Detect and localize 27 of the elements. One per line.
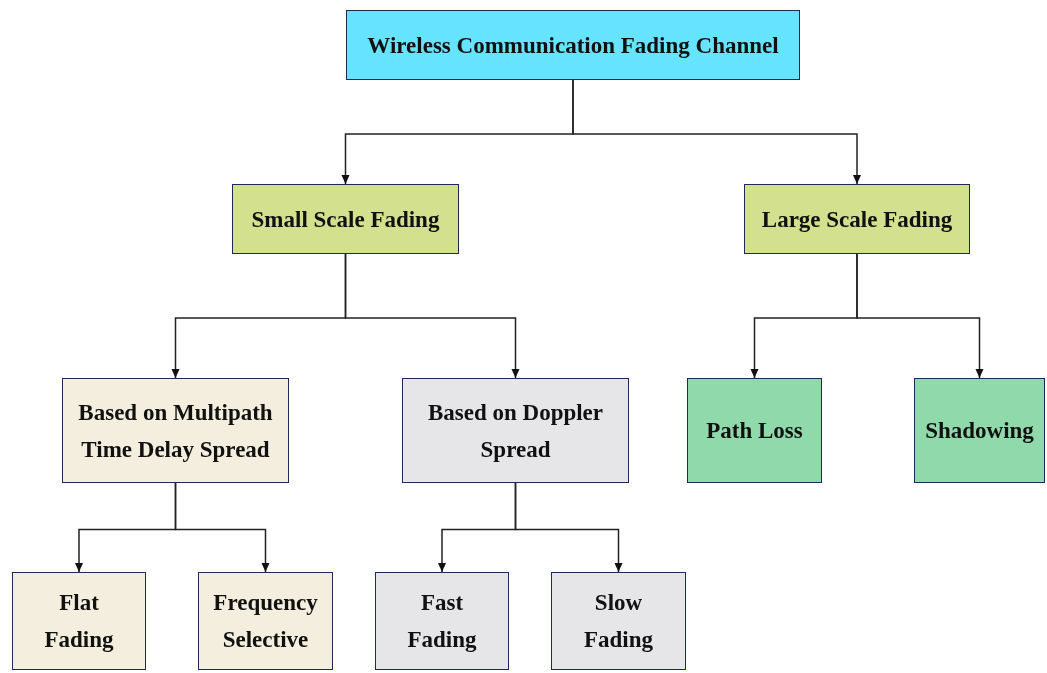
connector-arrow bbox=[856, 253, 984, 379]
category-box bbox=[62, 378, 289, 483]
category-box bbox=[402, 378, 629, 483]
connector-arrow bbox=[174, 482, 270, 573]
box-label: Large Scale Fading bbox=[761, 205, 953, 234]
box-label: Fast Fading bbox=[407, 589, 477, 654]
connector-arrow bbox=[514, 482, 623, 573]
box-label: Frequency Selective bbox=[212, 589, 319, 654]
category-box bbox=[551, 572, 686, 670]
category-box bbox=[914, 378, 1045, 483]
box-label: Small Scale Fading bbox=[251, 205, 440, 234]
box-label: Path Loss bbox=[706, 417, 803, 445]
box-label: Flat Fading bbox=[44, 589, 114, 654]
connector-arrow bbox=[344, 253, 520, 379]
category-box bbox=[687, 378, 822, 483]
category-box bbox=[12, 572, 146, 670]
box-label: Wireless Communication Fading Channel bbox=[367, 31, 779, 60]
category-box bbox=[198, 572, 333, 670]
box-label: Based on Doppler Spread bbox=[426, 398, 605, 464]
box-label: Slow Fading bbox=[584, 589, 653, 654]
box-label: Shadowing bbox=[925, 417, 1034, 445]
category-box bbox=[744, 184, 970, 254]
category-box bbox=[375, 572, 509, 670]
box-label: Based on Multipath Time Delay Spread bbox=[77, 398, 274, 464]
category-box bbox=[232, 184, 459, 254]
connector-arrow bbox=[572, 79, 861, 185]
category-box bbox=[346, 10, 800, 80]
